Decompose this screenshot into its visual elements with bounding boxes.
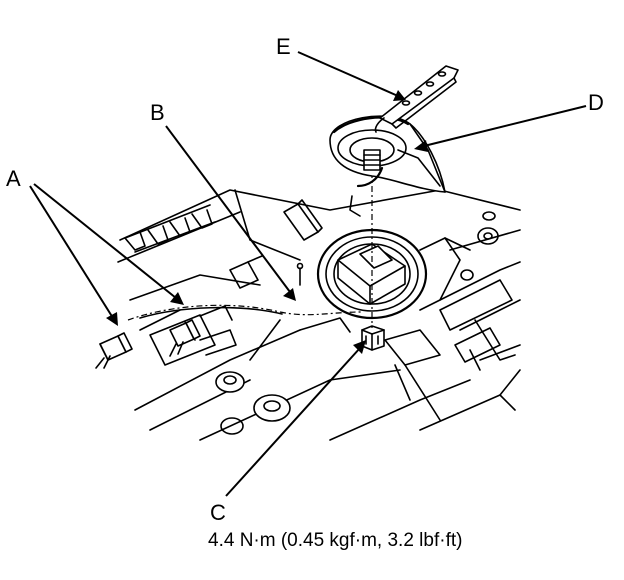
leader-a-right xyxy=(33,183,177,299)
mounting-nut xyxy=(361,325,385,351)
callout-label-d: D xyxy=(588,90,604,115)
speaker-assembly xyxy=(329,115,446,217)
arrowhead-a-left xyxy=(106,312,118,326)
callout-label-c: C xyxy=(210,500,226,525)
leader-a-left xyxy=(29,185,114,319)
arrowhead-d xyxy=(414,140,428,152)
leader-d xyxy=(423,105,587,147)
connector-right xyxy=(169,319,201,357)
arrowhead-a-right xyxy=(170,292,184,305)
torque-spec: 4.4 N·m (0.45 kgf·m, 3.2 lbf·ft) xyxy=(208,530,462,551)
callout-label-e: E xyxy=(276,34,291,59)
wire-harness xyxy=(127,304,363,321)
callout-label-a: A xyxy=(6,166,21,191)
leader-e xyxy=(297,51,399,97)
connector-left xyxy=(95,332,133,369)
arrowhead-e xyxy=(393,90,406,101)
callout-label-b: B xyxy=(150,100,165,125)
arrowhead-c xyxy=(353,340,366,354)
arrowhead-b xyxy=(283,288,296,301)
grille-cover xyxy=(374,65,459,133)
leader-b xyxy=(165,125,291,293)
leader-lines xyxy=(29,51,587,497)
connector-pair xyxy=(95,319,201,369)
chassis-body-drawing xyxy=(117,189,521,441)
leader-c xyxy=(225,347,361,497)
